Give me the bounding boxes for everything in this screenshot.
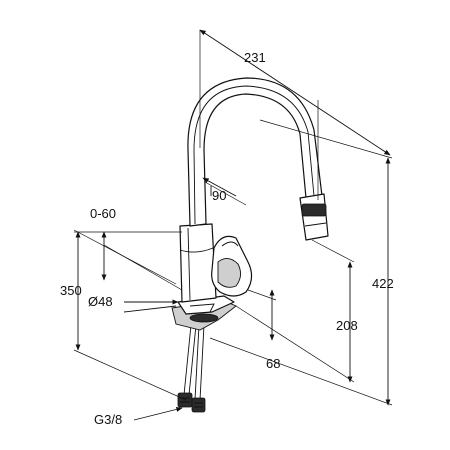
dimension-offset: 68	[247, 289, 280, 371]
label-base-diameter: Ø48	[88, 294, 113, 309]
dimension-deck-thickness: 0-60	[90, 206, 183, 291]
supply-hoses	[177, 324, 206, 413]
label-deck-thickness: 0-60	[90, 206, 116, 221]
label-base-height: 350	[60, 283, 82, 298]
lever-handle	[211, 235, 253, 297]
label-reach: 231	[244, 50, 266, 65]
dimension-connection-thread: G3/8	[94, 406, 183, 427]
spray-head-band	[301, 203, 327, 217]
hose-connector-right	[191, 397, 206, 413]
dimension-total-height: 422	[209, 119, 394, 406]
label-connection-thread: G3/8	[94, 412, 122, 427]
dimension-swivel: 90	[202, 177, 247, 206]
hose-connector-left	[177, 392, 193, 408]
label-offset: 68	[266, 356, 280, 371]
dimension-base-height: 350	[60, 229, 187, 401]
label-swivel: 90	[212, 188, 226, 203]
mounting-base	[171, 295, 237, 331]
dimension-outlet-height: 208	[235, 239, 358, 383]
dimension-base-diameter: Ø48	[88, 294, 179, 313]
gooseneck-spout	[187, 77, 329, 241]
label-total-height: 422	[372, 276, 394, 291]
dimension-reach: 231	[199, 29, 391, 200]
body-column	[179, 223, 217, 303]
label-outlet-height: 208	[336, 318, 358, 333]
faucet-body	[171, 77, 329, 413]
